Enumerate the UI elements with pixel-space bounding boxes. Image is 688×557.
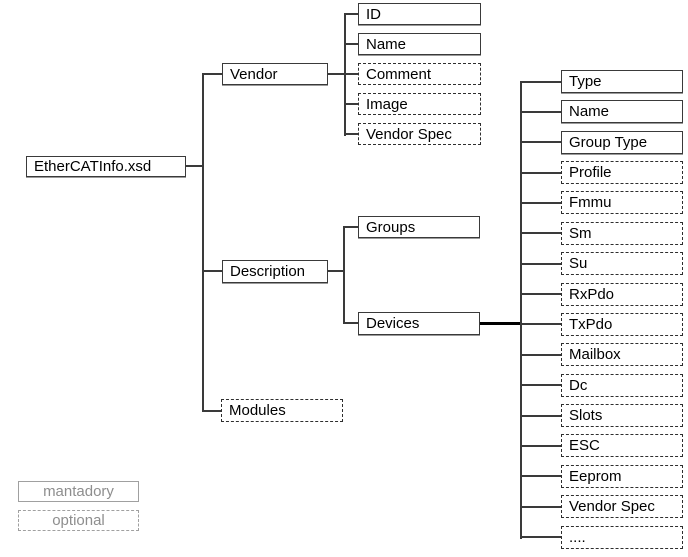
devices-child-vendor-spec: Vendor Spec [561,495,683,518]
connector-line-thick [480,322,522,325]
node-groups: Groups [358,216,480,238]
connector-line [522,415,561,417]
connector-line [345,322,358,324]
devices-child-name: Name [561,100,683,123]
node-devices: Devices [358,312,480,335]
connector-line [522,293,561,295]
connector-line [522,506,561,508]
devices-child-su: Su [561,252,683,275]
node-description: Description [222,260,328,283]
connector-line [522,384,561,386]
devices-child-esc: ESC [561,434,683,457]
node-modules: Modules [221,399,343,422]
connector-line [520,81,522,539]
connector-line [204,73,222,75]
devices-child-dots: .... [561,526,683,549]
connector-line [328,270,344,272]
node-ethercatinfo-xsd: EtherCATInfo.xsd [26,156,186,177]
vendor-child-name: Name [358,33,481,55]
connector-line [345,226,358,228]
vendor-child-id: ID [358,3,481,25]
connector-line [522,141,561,143]
connector-line [522,323,561,325]
connector-line [346,13,358,15]
connector-line [204,270,222,272]
connector-line [343,226,345,324]
vendor-child-image: Image [358,93,481,115]
connector-line [186,165,203,167]
devices-child-rxpdo: RxPdo [561,283,683,306]
connector-line [522,354,561,356]
devices-child-type: Type [561,70,683,93]
connector-line [522,263,561,265]
devices-child-eeprom: Eeprom [561,465,683,488]
connector-line [522,445,561,447]
vendor-child-comment: Comment [358,63,481,85]
vendor-child-vendor-spec: Vendor Spec [358,123,481,145]
connector-line [346,133,358,135]
devices-child-sm: Sm [561,222,683,245]
connector-line [522,232,561,234]
devices-child-group-type: Group Type [561,131,683,154]
legend-optional: optional [18,510,139,531]
connector-line [522,81,561,83]
devices-child-mailbox: Mailbox [561,343,683,366]
devices-child-profile: Profile [561,161,683,184]
devices-child-dc: Dc [561,374,683,397]
connector-line [522,475,561,477]
connector-line [346,73,358,75]
node-vendor: Vendor [222,63,328,85]
connector-line [522,202,561,204]
connector-line [204,410,221,412]
connector-line [522,536,561,538]
legend-mandatory: mantadory [18,481,139,502]
connector-line [202,73,204,412]
connector-line [328,73,345,75]
connector-line [522,172,561,174]
devices-child-slots: Slots [561,404,683,427]
connector-line [346,43,358,45]
devices-child-fmmu: Fmmu [561,191,683,214]
connector-line [522,111,561,113]
devices-child-txpdo: TxPdo [561,313,683,336]
connector-line [344,13,346,136]
connector-line [346,103,358,105]
